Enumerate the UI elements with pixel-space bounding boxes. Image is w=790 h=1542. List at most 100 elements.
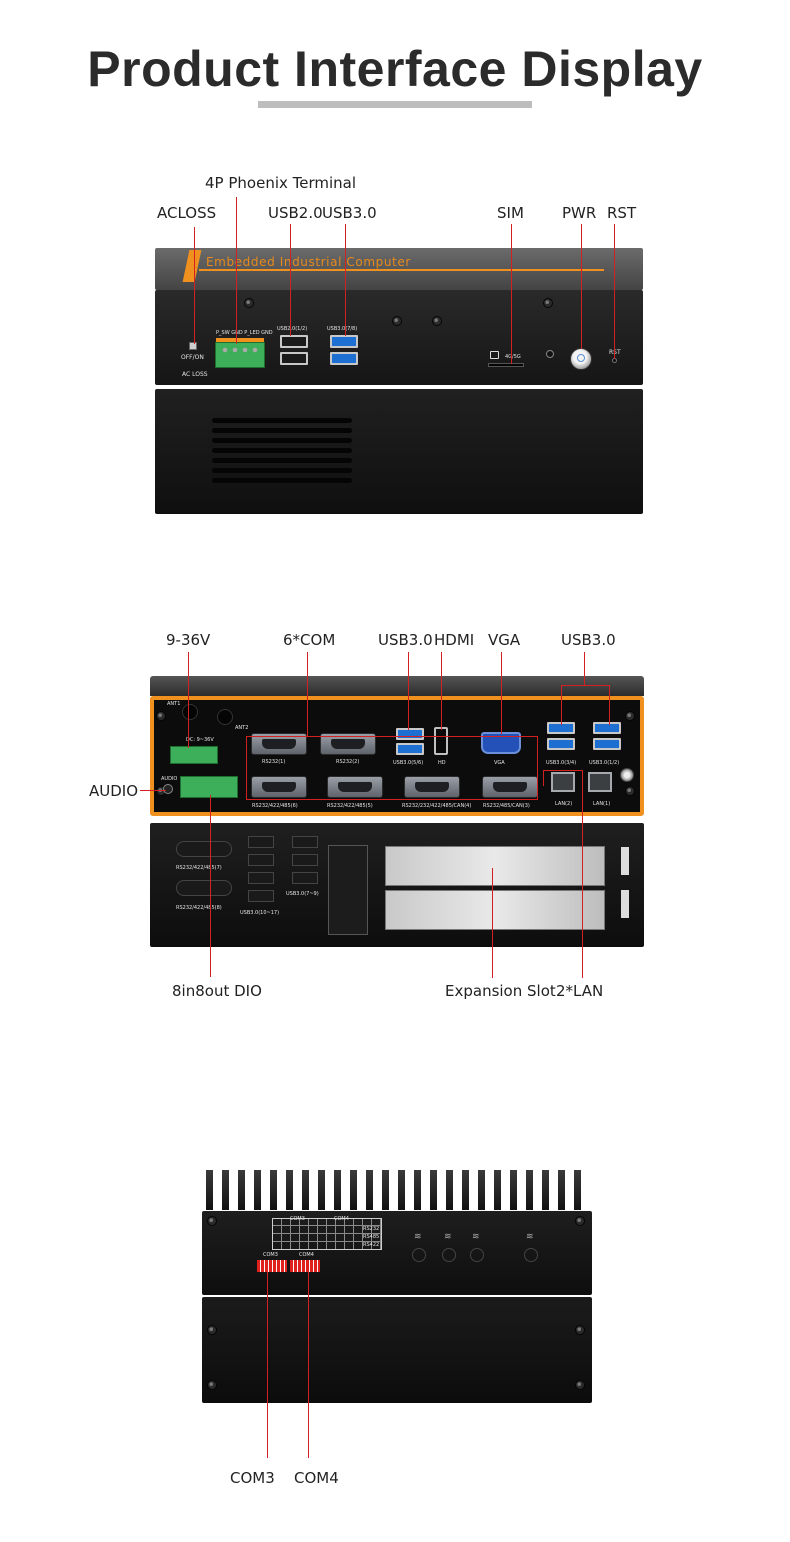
hd-text: HD — [438, 760, 446, 766]
label-vga: VGA — [488, 631, 521, 649]
usb3-79-text: USB3.0(7~9) — [286, 891, 319, 897]
rs232-2-text: RS232(2) — [336, 759, 360, 765]
callout-com-box-bottom — [246, 799, 538, 800]
sim-slot[interactable] — [488, 363, 524, 367]
usb2-port-1[interactable] — [280, 335, 308, 348]
front-vent-grille — [212, 418, 352, 488]
lan-port-1[interactable] — [588, 772, 612, 792]
rs422-row-text: RS422 — [363, 1242, 380, 1248]
table-com4-text: COM4 — [334, 1216, 349, 1222]
usb3-1017-text: USB3.0(10~17) — [240, 910, 280, 916]
callout-line-com4 — [308, 1270, 309, 1458]
usb3-56-text: USB3.0(5/6) — [393, 760, 424, 766]
lan-port-2[interactable] — [551, 772, 575, 792]
label-hdmi: HDMI — [434, 631, 475, 649]
dc-in-text: DC: 9~36V — [186, 737, 214, 743]
antenna-mount — [412, 1248, 426, 1262]
com-port-2[interactable] — [320, 733, 376, 755]
antenna-port-2[interactable] — [217, 709, 233, 725]
com-port-5[interactable] — [327, 776, 383, 798]
screw — [575, 1216, 585, 1226]
sim-slot-text: 4G/5G — [505, 354, 521, 360]
callout-line-lan-bar — [543, 770, 583, 771]
label-com4: COM4 — [294, 1469, 339, 1487]
callout-line-usb20 — [290, 224, 291, 336]
usb3-port-7[interactable] — [330, 335, 358, 348]
screw — [575, 1325, 585, 1335]
com3-text: RS232/485/CAN(3) — [483, 803, 530, 809]
callout-line-usb30 — [345, 224, 346, 336]
phoenix-pin-text: P_SW GND P_LED GND — [216, 330, 273, 336]
com-port-3[interactable] — [482, 776, 538, 798]
front-orange-bar — [199, 269, 604, 271]
dio-terminal[interactable] — [180, 776, 238, 798]
audio-jack[interactable] — [163, 784, 173, 794]
usb3-port-6[interactable] — [396, 743, 424, 755]
callout-line-usb-12 — [609, 685, 610, 725]
label-dio: 8in8out DIO — [172, 982, 262, 1000]
audio-text: AUDIO — [161, 776, 178, 782]
usb3-12-text: USB3.0(1/2) — [589, 760, 620, 766]
usb3-port-1[interactable] — [593, 722, 621, 734]
com-port-4[interactable] — [404, 776, 460, 798]
com-port-1[interactable] — [251, 733, 307, 755]
callout-line-expansion — [492, 868, 493, 978]
power-icon — [577, 354, 585, 362]
usb3-port-2[interactable] — [593, 738, 621, 750]
sim-icon — [490, 351, 499, 359]
usb3-port-5[interactable] — [396, 728, 424, 740]
label-2lan: 2*LAN — [556, 982, 604, 1000]
heatsink-fins — [202, 1170, 592, 1212]
usb3-port-4[interactable] — [547, 738, 575, 750]
rs485-row-text: RS485 — [363, 1234, 380, 1240]
acloss-switch-text: OFF/ON — [181, 354, 204, 361]
screw — [543, 298, 553, 308]
expansion-bracket — [328, 845, 368, 935]
callout-line-usb-right-stem — [584, 652, 585, 685]
callout-line-usb-hd — [408, 652, 409, 730]
dc-power-terminal[interactable] — [170, 746, 218, 764]
expansion-slot-2[interactable] — [385, 890, 605, 930]
com-port-6[interactable] — [251, 776, 307, 798]
label-phoenix-terminal: 4P Phoenix Terminal — [205, 174, 357, 192]
rear-device-lid — [150, 676, 644, 696]
rs232-1-text: RS232(1) — [262, 759, 286, 765]
label-usb30-right: USB3.0 — [561, 631, 616, 649]
com5-text: RS232/422/485(5) — [327, 803, 373, 809]
led-indicator — [546, 350, 554, 358]
usb2-port-text: USB2.0(1/2) — [277, 326, 308, 332]
expansion-slot-1[interactable] — [385, 846, 605, 886]
usb2-port-2[interactable] — [280, 352, 308, 365]
ant2-text: ANT2 — [235, 725, 249, 731]
label-usb20: USB2.0 — [268, 204, 323, 222]
wifi-icon: ≋ — [526, 1232, 534, 1242]
screw — [156, 711, 166, 721]
antenna-port-1[interactable] — [182, 704, 198, 720]
screw — [575, 1380, 585, 1390]
vga-text: VGA — [494, 760, 505, 766]
label-audio: AUDIO — [89, 782, 139, 800]
callout-line-usb-34 — [561, 685, 562, 725]
usb3-port-8[interactable] — [330, 352, 358, 365]
dip-switch-com4[interactable] — [290, 1260, 320, 1272]
com8-text: RS232/422/485(8) — [176, 905, 222, 911]
bottom-lower-plate — [202, 1297, 592, 1403]
label-sim: SIM — [497, 204, 524, 222]
usb3-34-text: USB3.0(3/4) — [546, 760, 577, 766]
table-com3-text: COM3 — [290, 1216, 305, 1222]
callout-line-lan-left — [543, 770, 544, 786]
acloss-switch[interactable] — [189, 342, 197, 350]
antenna-mount — [470, 1248, 484, 1262]
phoenix-orange-mark — [216, 338, 264, 342]
callout-line-audio — [140, 790, 166, 791]
com-knockout-7 — [176, 841, 232, 857]
callout-line-usb-right-bar — [561, 685, 609, 686]
dip-switch-com3[interactable] — [257, 1260, 287, 1272]
title-underline — [258, 101, 532, 108]
callout-line-rst — [614, 224, 615, 359]
screw — [625, 711, 635, 721]
screw — [207, 1325, 217, 1335]
hdmi-port[interactable] — [434, 727, 448, 755]
callout-com-box-left — [246, 736, 247, 800]
wifi-icon: ≋ — [472, 1232, 480, 1242]
